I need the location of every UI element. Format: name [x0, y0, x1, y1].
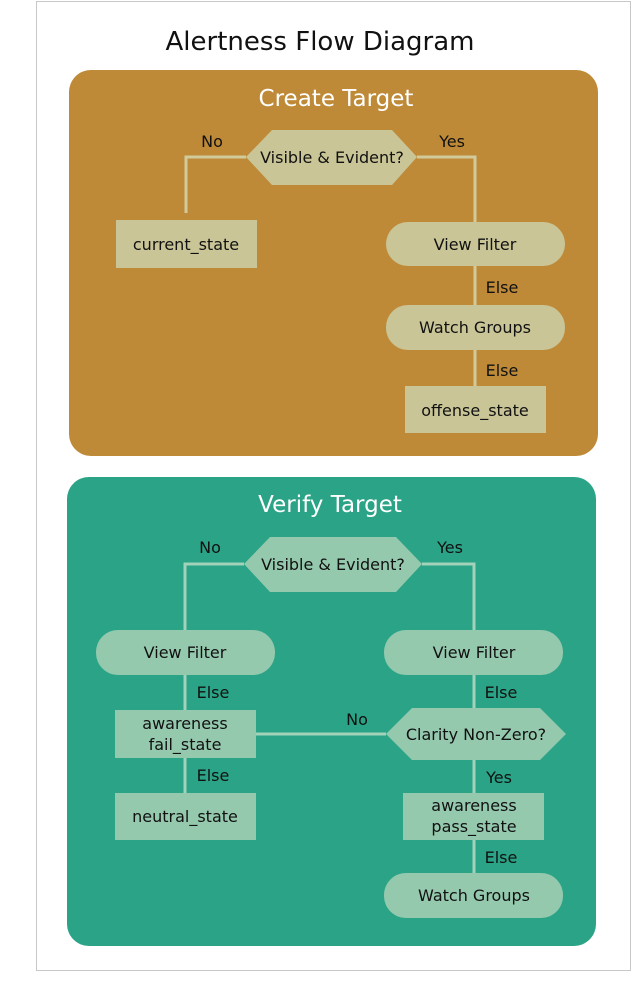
verify-no-connector — [183, 562, 244, 630]
verify-fail-state-label-line2: fail_state — [149, 735, 222, 755]
verify-clarity-label: Clarity Non-Zero? — [406, 725, 546, 744]
verify-neutral-state-node — [115, 793, 256, 840]
verify-right-else-label-1: Else — [485, 683, 518, 702]
create-panel-background — [69, 70, 598, 456]
create-current-state-node — [116, 220, 257, 268]
verify-right-view-filter-node — [384, 630, 563, 675]
verify-yes-label: Yes — [436, 538, 463, 557]
create-current-state-label: current_state — [133, 235, 239, 255]
create-panel-title: Create Target — [259, 86, 414, 112]
verify-clarity-decision-node — [386, 708, 566, 760]
verify-watch-groups-node — [384, 873, 563, 918]
verify-watch-groups-label: Watch Groups — [418, 886, 530, 905]
create-offense-state-label: offense_state — [421, 401, 529, 421]
verify-left-view-filter-node — [96, 630, 275, 675]
verify-yes-connector — [422, 562, 476, 630]
create-target-panel: Create Target Visible & Evident? No Yes … — [69, 70, 598, 456]
create-connectors — [184, 155, 477, 386]
verify-pass-state-node — [403, 793, 544, 840]
verify-connectors — [183, 562, 476, 873]
verify-left-else-label-1: Else — [197, 683, 230, 702]
verify-right-else-label-2: Else — [485, 848, 518, 867]
create-view-filter-label: View Filter — [434, 235, 517, 254]
create-no-connector — [184, 155, 246, 213]
verify-decision-label: Visible & Evident? — [261, 555, 405, 574]
verify-pass-state-label-line1: awareness — [431, 796, 516, 815]
create-watch-groups-label: Watch Groups — [419, 318, 531, 337]
verify-right-view-filter-label: View Filter — [433, 643, 516, 662]
verify-clarity-no-label: No — [346, 710, 368, 729]
create-else-label-1: Else — [486, 278, 519, 297]
verify-clarity-yes-label: Yes — [485, 768, 512, 787]
create-view-filter-node — [386, 222, 565, 266]
diagram-title: Alertness Flow Diagram — [166, 27, 475, 57]
create-else-label-2: Else — [486, 361, 519, 380]
verify-target-panel: Verify Target Visible & Evident? No Yes … — [67, 477, 596, 946]
verify-fail-state-label-line1: awareness — [142, 714, 227, 733]
verify-left-view-filter-label: View Filter — [144, 643, 227, 662]
verify-no-label: No — [199, 538, 221, 557]
create-decision-label: Visible & Evident? — [260, 148, 404, 167]
create-watch-groups-node — [386, 305, 565, 350]
create-yes-label: Yes — [438, 132, 465, 151]
verify-left-else-label-2: Else — [197, 766, 230, 785]
create-no-label: No — [201, 132, 223, 151]
create-yes-connector — [417, 155, 477, 222]
create-decision-node — [246, 130, 417, 185]
verify-panel-title: Verify Target — [258, 492, 402, 518]
verify-pass-state-label-line2: pass_state — [431, 817, 516, 837]
verify-fail-state-node — [115, 710, 256, 758]
verify-decision-node — [244, 537, 422, 592]
create-offense-state-node — [405, 386, 546, 433]
verify-neutral-state-label: neutral_state — [132, 807, 238, 827]
